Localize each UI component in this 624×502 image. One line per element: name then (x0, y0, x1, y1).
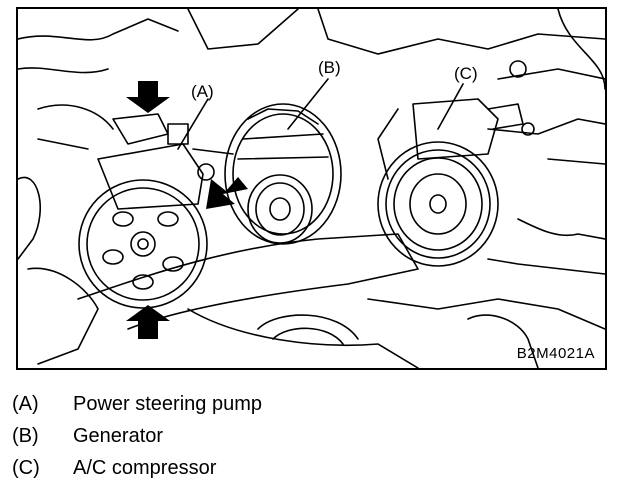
ac-clutch-pulley (377, 141, 499, 267)
ac-compressor-body (412, 98, 499, 160)
arrow-diagonal-icon (206, 177, 248, 209)
legend-key: (B) (12, 425, 39, 447)
upper-hose (18, 18, 179, 41)
lower-hose (77, 233, 419, 330)
figure-code: B2M4021A (516, 345, 595, 362)
legend-key: (C) (12, 457, 40, 479)
callout-a: (A) (191, 82, 214, 101)
pump-body (97, 143, 204, 210)
engine-diagram: (A) (B) (C) B2M4021A (16, 7, 607, 370)
legend: (A) Power steering pump (B) Generator (C… (12, 393, 612, 489)
legend-text: A/C compressor (73, 457, 217, 479)
callout-c: (C) (454, 64, 478, 83)
engine-line-drawing: (A) (B) (C) (18, 9, 605, 368)
arrow-down-icon (126, 81, 170, 113)
legend-key: (A) (12, 393, 39, 415)
pump-pulley (78, 179, 208, 309)
legend-row: (A) Power steering pump (12, 393, 612, 425)
generator-pulley (247, 174, 313, 244)
generator-body (224, 103, 342, 245)
legend-text: Generator (73, 425, 164, 447)
callout-b: (B) (318, 58, 341, 77)
arrow-up-icon (126, 305, 170, 339)
legend-row: (B) Generator (12, 425, 612, 457)
callouts: (A) (B) (C) (191, 58, 478, 101)
legend-row: (C) A/C compressor (12, 457, 612, 489)
legend-text: Power steering pump (73, 393, 262, 415)
